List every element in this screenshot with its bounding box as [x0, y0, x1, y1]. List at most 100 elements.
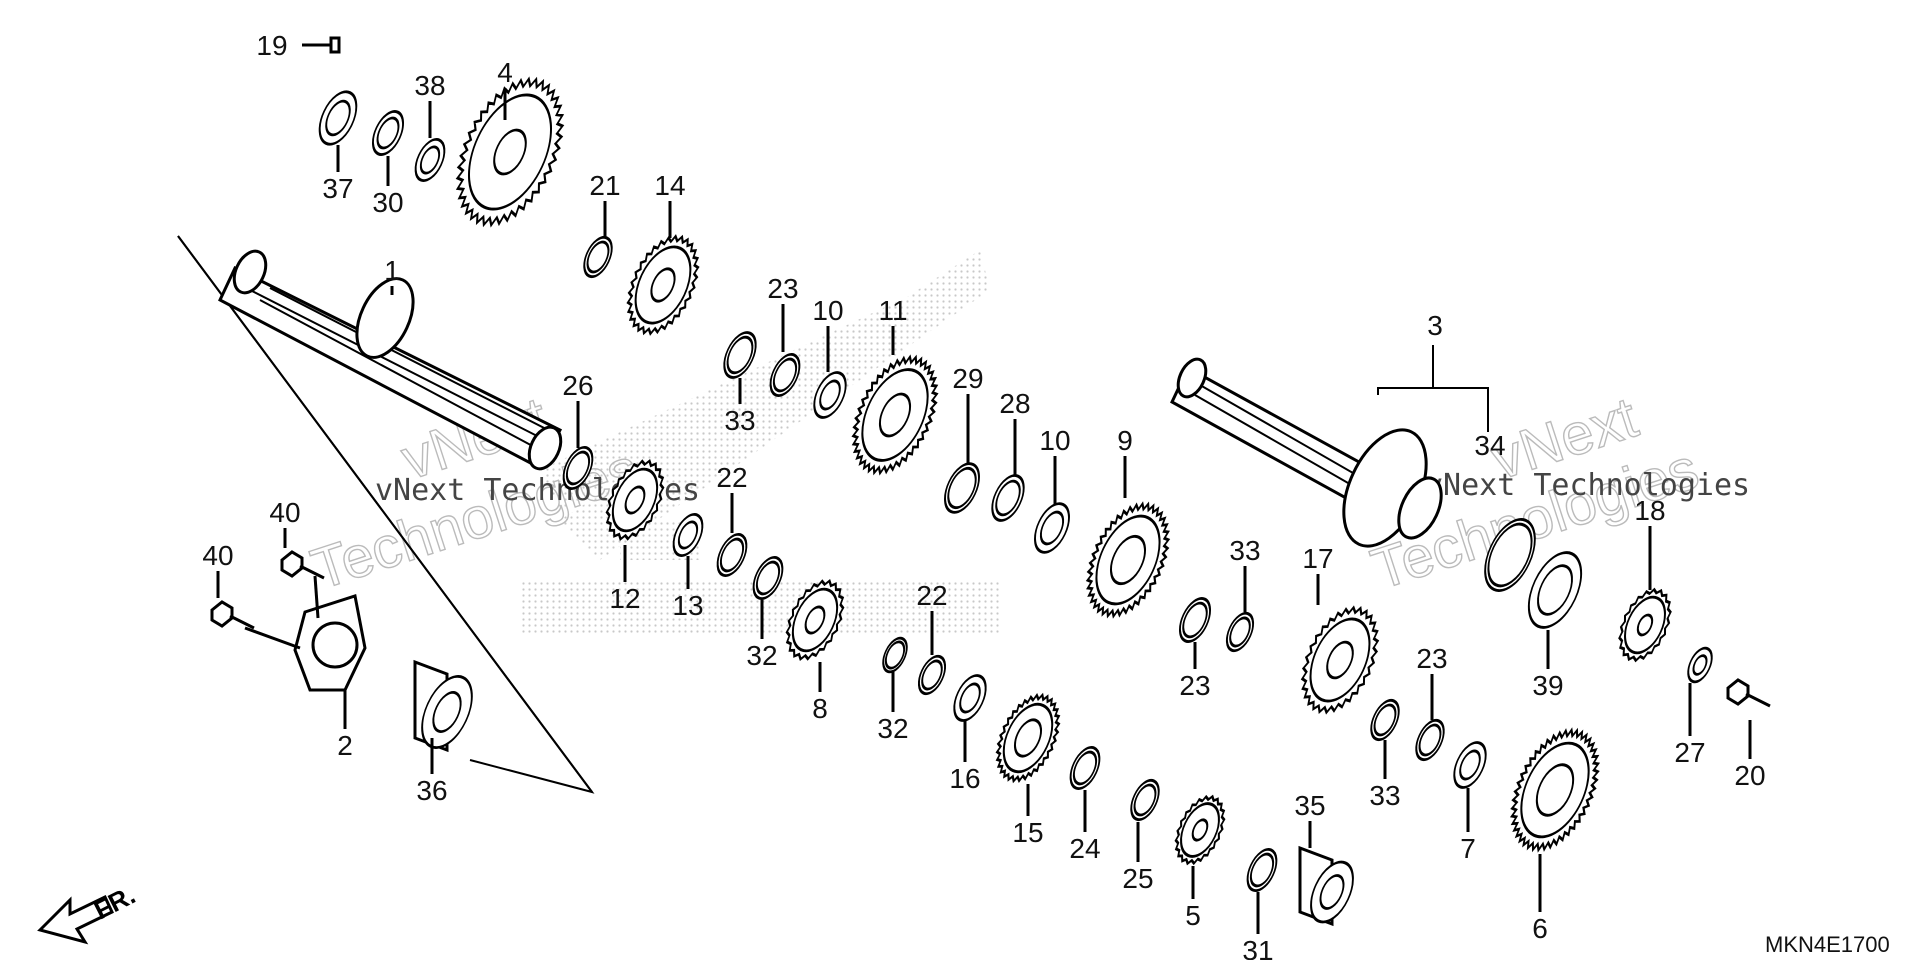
washer-part-32b	[882, 636, 908, 674]
callout-c35: 35	[1294, 790, 1325, 821]
washer-part-24	[1069, 746, 1101, 790]
bolt-part-20	[1726, 678, 1771, 708]
callout-c28: 28	[999, 388, 1030, 419]
callout-c33c: 33	[1369, 780, 1400, 811]
washer-part-27	[1687, 646, 1713, 684]
washer-part-23b	[1178, 597, 1212, 643]
callout-c24: 24	[1069, 833, 1100, 864]
callout-c30: 30	[372, 187, 403, 218]
washer-part-31	[1246, 848, 1278, 892]
callout-c10a: 10	[812, 295, 843, 326]
bushing-part-16	[953, 674, 987, 722]
parts-layer	[210, 36, 1771, 927]
washer-part-25	[1130, 778, 1160, 822]
bearing-part-35	[1298, 845, 1354, 927]
callout-c40b: 40	[202, 540, 233, 571]
callout-c1: 1	[384, 255, 400, 286]
bolt-part-40a	[280, 550, 325, 580]
callout-c29: 29	[952, 363, 983, 394]
gear-part-4	[455, 76, 565, 228]
callout-c9: 9	[1117, 425, 1133, 456]
diagram-code: MKN4E1700	[1765, 932, 1890, 957]
callout-c15: 15	[1012, 817, 1043, 848]
callout-c14: 14	[654, 170, 685, 201]
callout-c10b: 10	[1039, 425, 1070, 456]
countershaft	[1170, 357, 1443, 548]
callout-c4: 4	[497, 57, 513, 88]
callout-c32b: 32	[877, 713, 908, 744]
callout-c31: 31	[1242, 935, 1273, 960]
washer-part-22a	[716, 533, 748, 577]
collar-part-37	[318, 90, 358, 146]
callout-c39: 39	[1532, 670, 1563, 701]
callout-c26: 26	[562, 370, 593, 401]
callout-c5: 5	[1185, 900, 1201, 931]
callout-c36: 36	[416, 775, 447, 806]
gear-part-9	[1085, 501, 1171, 619]
callout-c40a: 40	[269, 497, 300, 528]
callout-c23a: 23	[767, 273, 798, 304]
gear-part-12	[605, 458, 665, 542]
washer-part-33a	[723, 331, 757, 379]
gear-part-17	[1300, 605, 1380, 715]
gear-part-18	[1618, 587, 1672, 663]
assembly-outline-edge	[177, 235, 593, 793]
seal-part-39	[1527, 551, 1583, 629]
washer-part-22b	[917, 654, 947, 696]
washer-part-23c	[1415, 718, 1445, 762]
washer-part-33c	[1370, 698, 1400, 742]
bearing-part-36	[413, 659, 473, 753]
leader-c40a-plate	[313, 575, 320, 619]
washer-part-29	[944, 462, 980, 514]
watermark-line-right: vNext Technologies	[1425, 468, 1750, 503]
oilseal-part-34	[1484, 518, 1536, 592]
callout-c11: 11	[878, 295, 907, 326]
bushing-part-10b	[1034, 502, 1070, 554]
callout-c27: 27	[1674, 737, 1705, 768]
leader-lines	[216, 43, 1752, 934]
callout-c32a: 32	[746, 640, 777, 671]
ring-part-21	[583, 235, 613, 279]
washer-part-28	[991, 474, 1025, 522]
callout-c7: 7	[1460, 833, 1476, 864]
callout-c20: 20	[1734, 760, 1765, 791]
bushing-part-13	[672, 513, 704, 557]
bushing-part-38	[414, 138, 446, 182]
leader-c40b-plate	[244, 626, 301, 650]
washer-part-32a	[752, 556, 784, 600]
callout-c38: 38	[414, 70, 445, 101]
callout-c21: 21	[589, 170, 620, 201]
callout-c19: 19	[256, 30, 287, 61]
callout-c33b: 33	[1229, 535, 1260, 566]
callout-c8: 8	[812, 693, 828, 724]
washer-part-26	[562, 446, 594, 490]
callout-c18: 18	[1634, 495, 1665, 526]
callout-c12: 12	[609, 583, 640, 614]
gear-part-5	[1174, 794, 1226, 866]
callout-c34: 34	[1474, 430, 1505, 461]
callout-c17: 17	[1302, 543, 1333, 574]
bushing-part-10a	[813, 371, 847, 419]
front-direction-arrow: FR.	[37, 880, 140, 945]
callout-c37: 37	[322, 173, 353, 204]
mainshaft	[218, 249, 563, 471]
callout-c25: 25	[1122, 863, 1153, 894]
gear-part-14	[626, 234, 700, 336]
callout-c16: 16	[949, 763, 980, 794]
callout-c3: 3	[1427, 310, 1443, 341]
callout-c13: 13	[672, 590, 703, 621]
bolt-part-40b	[210, 600, 255, 630]
washer-part-33b	[1225, 611, 1255, 653]
callout-c23c: 23	[1416, 643, 1447, 674]
gear-part-8	[785, 578, 845, 662]
gear-part-15	[995, 692, 1061, 784]
callout-c22a: 22	[716, 462, 747, 493]
callout-c33a: 33	[724, 405, 755, 436]
gear-part-6	[1509, 727, 1601, 853]
bushing-part-7	[1453, 741, 1487, 789]
callout-c23b: 23	[1179, 670, 1210, 701]
callout-c2: 2	[337, 730, 353, 761]
